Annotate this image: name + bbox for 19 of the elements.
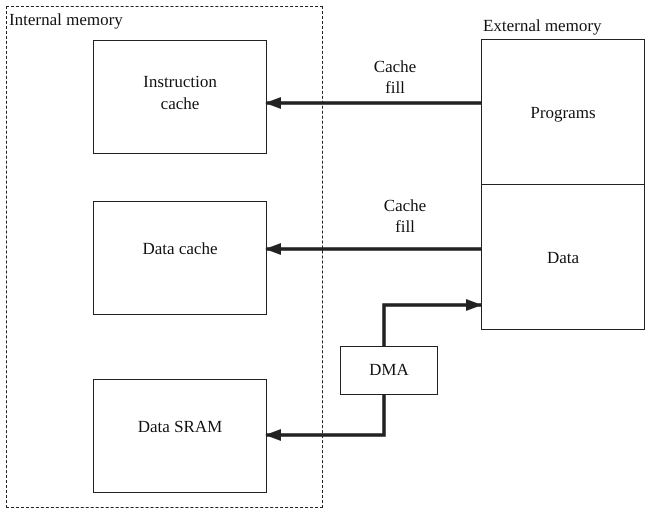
block-label: DMA — [368, 359, 410, 381]
block-label: Instruction cache — [142, 71, 218, 116]
arrow — [265, 395, 386, 441]
block-label: Data — [546, 247, 580, 269]
block-box — [93, 40, 267, 154]
memory-section — [481, 39, 645, 185]
region-heading: External memory — [483, 15, 602, 37]
block-box — [93, 201, 267, 315]
block-box — [93, 379, 267, 493]
memory-region — [6, 6, 323, 508]
arrow — [265, 243, 481, 255]
arrow — [265, 97, 481, 109]
arrow — [382, 299, 482, 346]
block-label: Data cache — [141, 238, 219, 260]
region-heading: Internal memory — [9, 9, 124, 31]
memory-section — [481, 184, 645, 330]
block-box — [340, 346, 438, 395]
block-label: Programs — [529, 102, 597, 124]
block-label: Data SRAM — [136, 416, 224, 438]
